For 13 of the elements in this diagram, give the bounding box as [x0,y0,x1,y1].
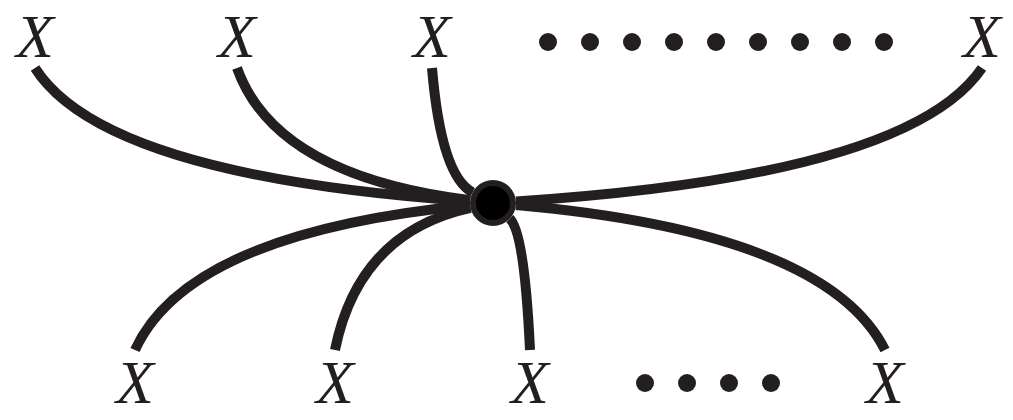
variable-label: X [857,350,913,414]
variable-label: X [307,350,363,414]
variable-label: X [954,4,1010,68]
junction-dot [470,180,516,226]
variable-label: X [209,4,265,68]
connector-line [515,64,986,207]
connector-line [505,215,535,351]
variable-label: X [404,4,460,68]
connector-line [515,200,890,353]
variable-label: X [502,350,558,414]
variable-label: X [7,4,63,68]
connector-line [427,67,476,197]
variable-label: X [107,350,163,414]
